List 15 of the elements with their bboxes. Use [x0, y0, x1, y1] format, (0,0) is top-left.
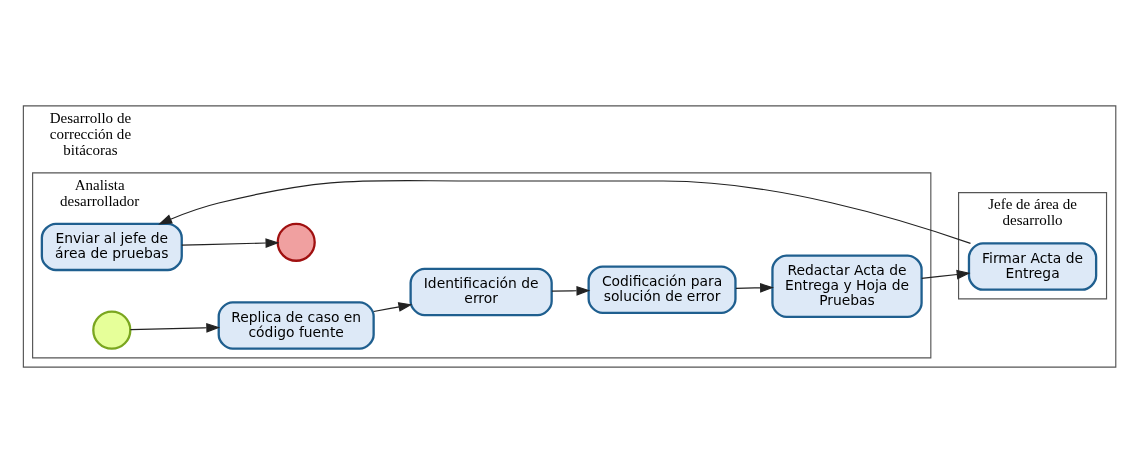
- arrow: [735, 282, 774, 293]
- arrow: [921, 269, 971, 280]
- node-box: Codificación para solución de error: [587, 265, 737, 314]
- node-box: Firmar Acta de Entrega: [967, 242, 1098, 291]
- node-circle: [276, 222, 316, 262]
- node-box: Replica de caso en código fuente: [217, 301, 375, 350]
- arrow: [373, 302, 413, 313]
- arrow: [129, 322, 221, 333]
- arrow: [158, 180, 972, 244]
- arrow: [551, 285, 591, 296]
- node-circle: [92, 310, 132, 350]
- node-box: Redactar Acta de Entrega y Hoja de Pruebas: [771, 254, 923, 318]
- arrow: [181, 238, 280, 248]
- node-box: Identificación de error: [409, 267, 553, 317]
- node-box: Enviar al jefe de área de pruebas: [40, 222, 183, 272]
